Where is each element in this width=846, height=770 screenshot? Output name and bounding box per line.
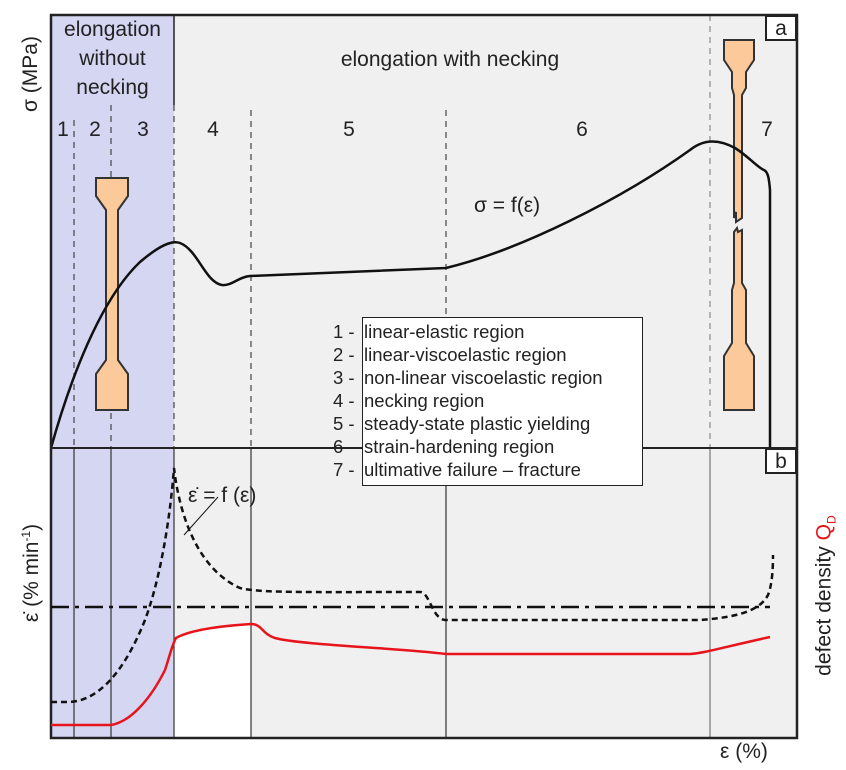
legend-text: ultimative failure – fracture bbox=[364, 459, 581, 480]
legend-box bbox=[362, 317, 643, 486]
panel-b-label-box: b bbox=[765, 448, 797, 474]
legend-item-4: 4 - necking region bbox=[333, 389, 484, 412]
header-without-necking-1: elongation bbox=[64, 18, 161, 41]
legend-text: steady-state plastic yielding bbox=[364, 413, 591, 434]
strain-rate-axis-text: ε̇ (% min bbox=[20, 541, 43, 623]
legend-num: 7 - bbox=[333, 459, 355, 480]
region-number-7: 7 bbox=[761, 118, 773, 141]
defect-density-text: defect density bbox=[812, 540, 836, 676]
necking-white-area bbox=[174, 624, 251, 738]
region-number-6: 6 bbox=[576, 118, 588, 141]
defect-density-curve bbox=[51, 622, 771, 727]
panel-b-label: b bbox=[775, 450, 787, 473]
legend-num: 2 - bbox=[333, 344, 355, 365]
region-number-2: 2 bbox=[89, 118, 101, 141]
specimen-unnecked-icon bbox=[95, 177, 129, 411]
strain-rate-axis-close: ) bbox=[20, 523, 43, 531]
stress-axis-label: σ (MPa) bbox=[19, 36, 42, 112]
stress-curve-label: σ = f(ε) bbox=[474, 194, 541, 217]
strain-rate-axis-label: ε̇ (% min-1) bbox=[14, 493, 44, 653]
stress-curve bbox=[49, 140, 772, 449]
header-with-necking: elongation with necking bbox=[340, 48, 560, 71]
legend-num: 3 - bbox=[333, 367, 355, 388]
plot-frame bbox=[49, 13, 799, 740]
defect-density-axis-label: defect density QD bbox=[812, 496, 843, 696]
region-dividers-b bbox=[73, 448, 711, 738]
legend-item-2: 2 - linear-viscoelastic region bbox=[333, 343, 567, 366]
legend-item-5: 5 - steady-state plastic yielding bbox=[333, 412, 590, 435]
region-number-4: 4 bbox=[207, 118, 219, 141]
specimen-fractured-bottom-icon bbox=[723, 225, 755, 411]
legend-num: 5 - bbox=[333, 413, 355, 434]
region-dividers-a bbox=[73, 15, 711, 448]
legend-text: linear-viscoelastic region bbox=[364, 344, 567, 365]
region-number-1: 1 bbox=[57, 118, 69, 141]
legend-item-6: 6 - strain-hardening region bbox=[333, 435, 554, 458]
strain-axis-label: ε (%) bbox=[720, 740, 768, 763]
strain-rate-curve bbox=[51, 467, 775, 704]
legend-text: non-linear viscoelastic region bbox=[364, 367, 603, 388]
legend-item-3: 3 - non-linear viscoelastic region bbox=[333, 366, 603, 389]
legend-text: strain-hardening region bbox=[364, 436, 555, 457]
strain-rate-axis-sup: -1 bbox=[19, 530, 33, 542]
panel-a-label-box: a bbox=[765, 15, 797, 41]
header-without-necking-3: necking bbox=[76, 76, 149, 99]
defect-density-symbol: Q bbox=[812, 524, 836, 541]
legend-num: 1 - bbox=[333, 321, 355, 342]
region-number-3: 3 bbox=[137, 118, 149, 141]
strain-rate-curve-label: ε̇ = f (ε) bbox=[188, 484, 257, 507]
legend-text: linear-elastic region bbox=[364, 321, 525, 342]
legend-item-1: 1 - linear-elastic region bbox=[333, 320, 524, 343]
defect-density-sub: D bbox=[824, 515, 839, 525]
legend-num: 4 - bbox=[333, 390, 355, 411]
strain-rate-label-leader bbox=[183, 496, 219, 536]
legend-text: necking region bbox=[364, 390, 485, 411]
legend-item-7: 7 - ultimative failure – fracture bbox=[333, 458, 581, 481]
header-without-necking-2: without bbox=[79, 47, 146, 70]
specimen-fractured-top-icon bbox=[723, 39, 755, 224]
region-number-5: 5 bbox=[343, 118, 355, 141]
legend-num: 6 - bbox=[333, 436, 355, 457]
panel-a-label: a bbox=[775, 17, 787, 40]
